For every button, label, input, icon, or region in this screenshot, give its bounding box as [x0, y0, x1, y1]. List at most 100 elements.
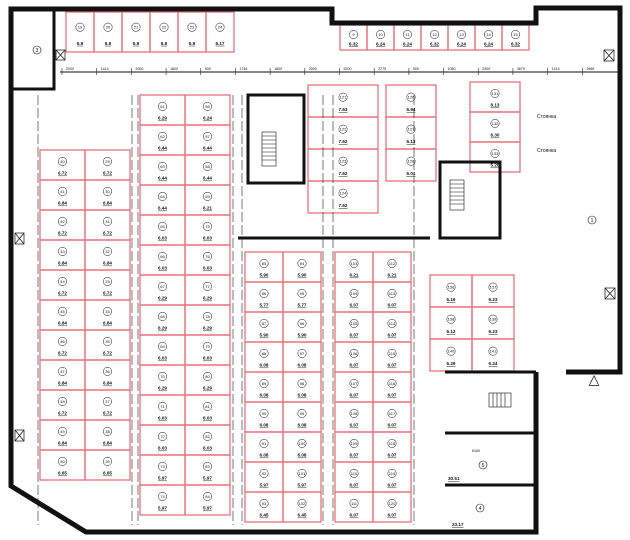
storage-cell[interactable]: 156.32	[501, 24, 530, 51]
storage-cell[interactable]: 416.84	[39, 179, 86, 211]
storage-cell[interactable]: 936.45	[244, 491, 284, 523]
storage-cell[interactable]: 225.9	[149, 11, 179, 53]
storage-cell[interactable]: 316.72	[84, 209, 131, 241]
storage-cell[interactable]: 446.72	[39, 269, 86, 301]
storage-cell[interactable]: 726.03	[139, 424, 186, 456]
storage-cell[interactable]: 896.08	[244, 371, 284, 403]
storage-cell[interactable]: 376.72	[84, 389, 131, 421]
storage-cell[interactable]: 326.84	[84, 239, 131, 271]
storage-cell[interactable]: 955.77	[282, 281, 322, 313]
storage-cell[interactable]: 496.84	[39, 419, 86, 451]
storage-cell[interactable]: 646.44	[139, 184, 186, 216]
storage-cell[interactable]: 626.44	[139, 124, 186, 156]
storage-cell[interactable]: 426.72	[39, 209, 86, 241]
storage-cell[interactable]: 396.65	[84, 449, 131, 481]
storage-cell[interactable]: 506.65	[39, 449, 86, 481]
storage-cell[interactable]: 576.44	[184, 124, 231, 156]
storage-cell[interactable]: 205.9	[93, 11, 123, 53]
storage-cell[interactable]: 616.29	[139, 94, 186, 126]
storage-cell[interactable]: 566.24	[184, 94, 231, 126]
storage-cell[interactable]: 215.9	[121, 11, 151, 53]
storage-cell[interactable]: 126.32	[420, 24, 449, 51]
storage-cell[interactable]: 136.24	[447, 24, 476, 51]
storage-cell[interactable]: 976.08	[282, 341, 322, 373]
storage-cell[interactable]: 875.90	[244, 311, 284, 343]
storage-cell[interactable]: 586.44	[184, 154, 231, 186]
storage-cell[interactable]: 195.9	[65, 11, 95, 53]
storage-cell[interactable]: 945.90	[282, 251, 322, 283]
storage-cell[interactable]: 246.17	[205, 11, 235, 53]
storage-cell[interactable]: 386.84	[84, 419, 131, 451]
storage-cell[interactable]: 436.84	[39, 239, 86, 271]
storage-cell[interactable]: 865.77	[244, 281, 284, 313]
storage-cell[interactable]: 716.03	[139, 394, 186, 426]
storage-cell[interactable]: 996.08	[282, 401, 322, 433]
storage-cell[interactable]: 116.24	[393, 24, 422, 51]
storage-cell[interactable]: 456.84	[39, 299, 86, 331]
storage-cell[interactable]: 346.84	[84, 299, 131, 331]
storage-cell[interactable]: 96.32	[339, 24, 368, 51]
storage-cell[interactable]: 235.9	[177, 11, 207, 53]
storage-cell[interactable]: 735.97	[139, 454, 186, 486]
storage-cell[interactable]: 686.29	[139, 304, 186, 336]
storage-cell[interactable]: 306.84	[84, 179, 131, 211]
storage-cell[interactable]: 916.08	[244, 431, 284, 463]
storage-cell[interactable]: 146.24	[474, 24, 503, 51]
storage-cell[interactable]: 366.84	[84, 359, 131, 391]
storage-cell[interactable]: 356.72	[84, 329, 131, 361]
storage-cell[interactable]: 826.03	[184, 424, 231, 456]
storage-cell[interactable]: 845.97	[184, 484, 231, 516]
storage-cell[interactable]: 466.72	[39, 329, 86, 361]
storage-cell[interactable]: 745.97	[139, 484, 186, 516]
storage-cell[interactable]: 706.29	[139, 364, 186, 396]
storage-cell[interactable]: 886.08	[244, 341, 284, 373]
storage-cell[interactable]: 786.29	[184, 304, 231, 336]
storage-cell[interactable]: 796.03	[184, 334, 231, 366]
storage-cell[interactable]: 406.72	[39, 149, 86, 181]
storage-cell[interactable]: 486.72	[39, 389, 86, 421]
storage-cell[interactable]: 986.08	[282, 371, 322, 403]
storage-cell[interactable]: 676.29	[139, 274, 186, 306]
storage-cell[interactable]: 766.03	[184, 244, 231, 276]
storage-cell[interactable]: 336.72	[84, 269, 131, 301]
storage-cell[interactable]: 756.03	[184, 214, 231, 246]
storage-cell[interactable]: 476.84	[39, 359, 86, 391]
storage-cell[interactable]: 776.29	[184, 274, 231, 306]
storage-cell[interactable]: 666.03	[139, 244, 186, 276]
storage-cell[interactable]: 816.03	[184, 394, 231, 426]
storage-cell[interactable]: 696.03	[139, 334, 186, 366]
storage-cell[interactable]: 835.97	[184, 454, 231, 486]
